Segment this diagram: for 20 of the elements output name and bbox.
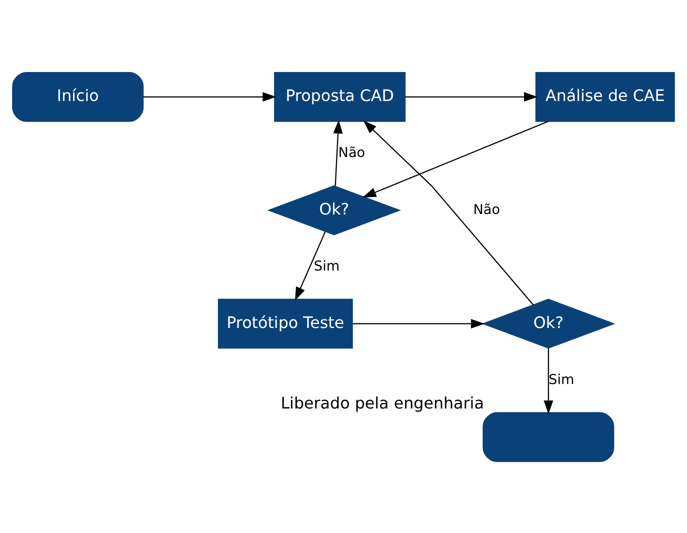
- node-diamond: Ok?: [267, 184, 401, 235]
- arrow: [363, 120, 534, 305]
- node-box: Análise de CAE: [535, 71, 675, 122]
- arrow: [143, 92, 276, 102]
- node-box: [482, 412, 614, 462]
- arrow: [294, 231, 326, 300]
- arrow: [362, 120, 549, 198]
- node-diamond: Ok?: [482, 298, 616, 348]
- arrow: [405, 92, 538, 102]
- node-box: Proposta CAD: [274, 71, 406, 122]
- edge-label: Sim: [314, 258, 340, 274]
- edge-label: Sim: [548, 371, 574, 388]
- arrow: [352, 318, 485, 328]
- node-box: Início: [12, 71, 144, 122]
- arrow: [544, 348, 554, 414]
- node-label: Liberado pela engenharia: [280, 392, 484, 412]
- edge-label: Não: [473, 201, 500, 218]
- arrow: [333, 119, 343, 186]
- edge-label: Não: [338, 144, 366, 161]
- node-box: Protótipo Teste: [218, 298, 353, 348]
